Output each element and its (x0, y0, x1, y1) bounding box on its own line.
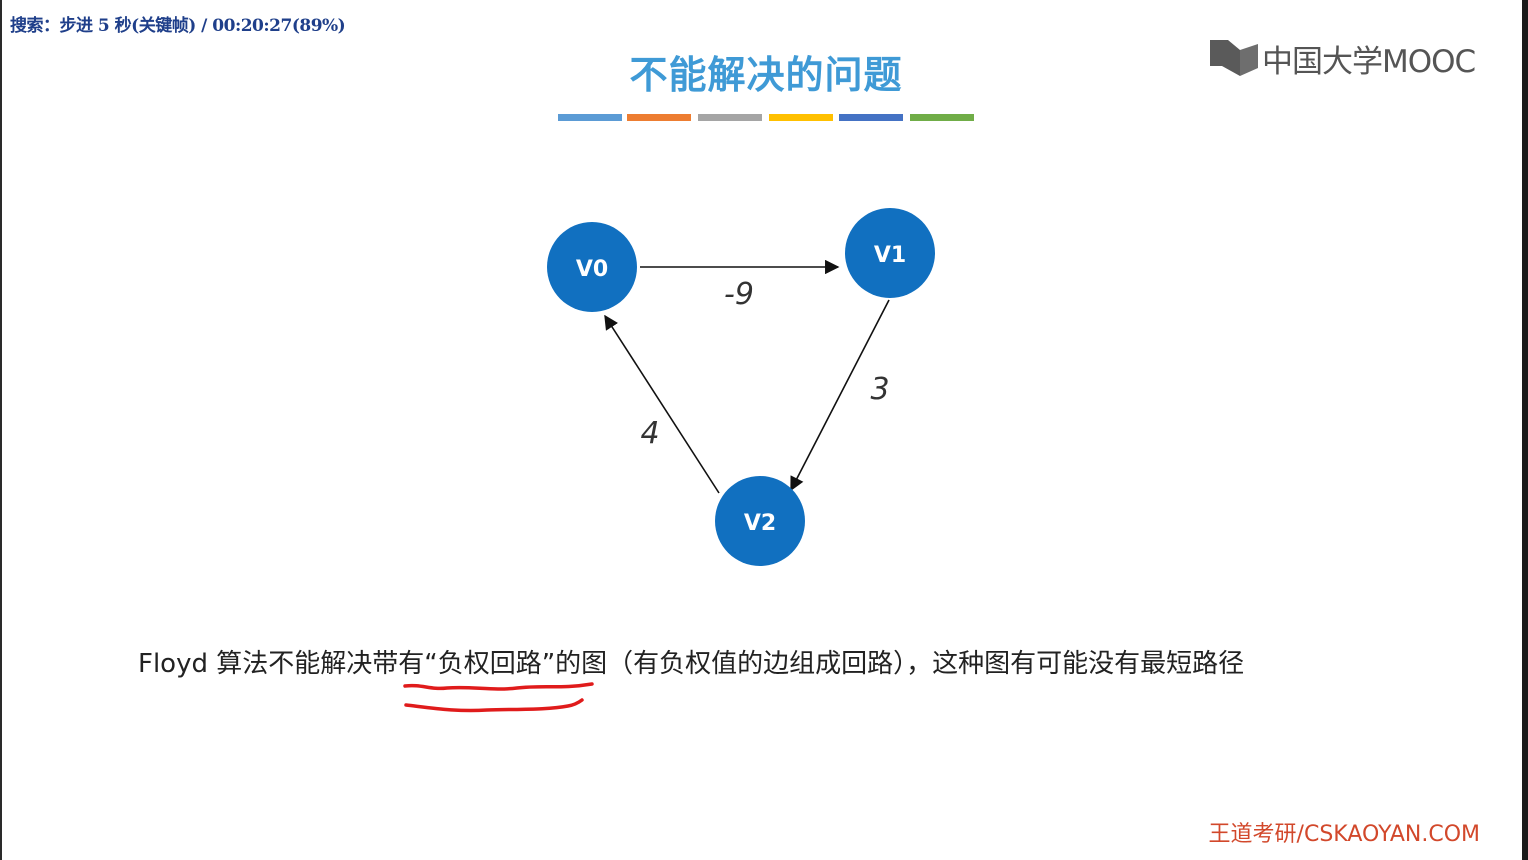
slide-title: 不能解决的问题 (629, 53, 903, 97)
edge-weight-v0-v1: -9 (724, 277, 754, 312)
graph-node-v2: V2 (715, 476, 805, 566)
graph-node-v1: V1 (845, 208, 935, 298)
color-bar-4 (769, 114, 833, 121)
color-bar-2 (627, 114, 691, 121)
edge-v1-v2 (790, 299, 890, 492)
graph-node-v0: V0 (547, 222, 637, 312)
logo-text: 中国大学MOOC (1262, 43, 1476, 80)
book-logo-icon (1210, 40, 1258, 76)
edge-v2-v0 (604, 314, 720, 494)
node-label-v1: V1 (874, 243, 906, 268)
color-bar-6 (910, 114, 974, 121)
node-label-v0: V0 (576, 257, 608, 282)
node-label-v2: V2 (744, 511, 776, 536)
footer-watermark: 王道考研/CSKAOYAN.COM (1208, 822, 1480, 847)
mooc-logo: 中国大学MOOC (1210, 38, 1476, 80)
edge-weight-v1-v2: 3 (870, 372, 889, 407)
color-bar-1 (558, 114, 622, 121)
edge-weight-v2-v0: 4 (640, 416, 659, 451)
color-bar-5 (839, 114, 903, 121)
color-bar-3 (698, 114, 762, 121)
player-status-overlay: 搜索：步进 5 秒(关键帧) / 00:20:27(89%) (10, 16, 346, 36)
slide-caption: Floyd 算法不能解决带有“负权回路”的图（有负权值的边组成回路），这种图有可… (138, 649, 1245, 679)
